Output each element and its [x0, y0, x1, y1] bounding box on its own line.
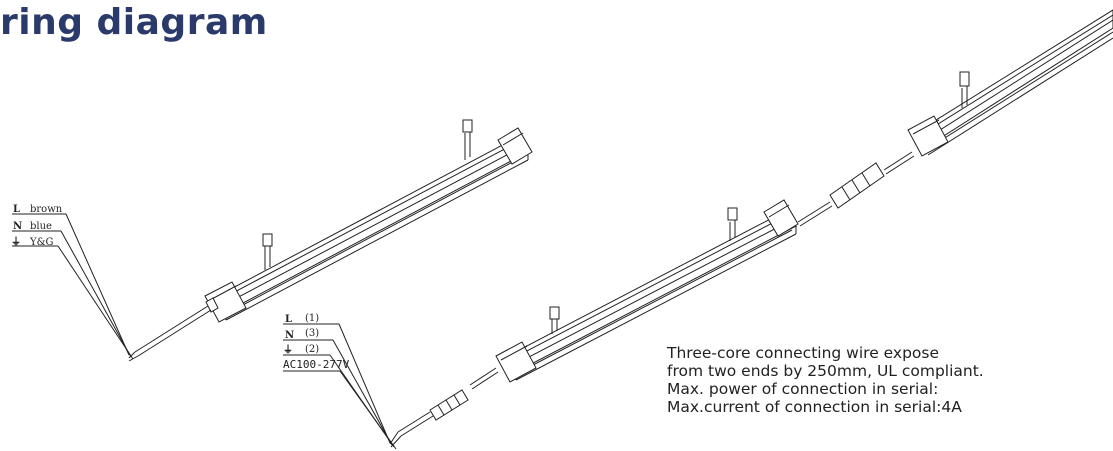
right-label-n-code: N: [285, 330, 294, 341]
left-fixture: [57, 119, 533, 362]
left-label-n-code: N: [13, 221, 22, 232]
right-label-l-code: L: [285, 314, 292, 325]
note-line-1: Three-core connecting wire expose: [667, 344, 940, 362]
serial-connector: [829, 151, 915, 209]
right-label-l-name: (1): [305, 313, 319, 324]
left-label-yg-name: Y&G: [29, 237, 54, 248]
left-ground-icon: ⏚: [11, 236, 21, 248]
note-line-3: Max. power of connection in serial:: [667, 380, 939, 398]
center-fixture: [329, 199, 833, 450]
left-label-l-name: brown: [30, 204, 63, 215]
note-line-2: from two ends by 250mm, UL compliant.: [667, 362, 984, 380]
right-label-n-name: (3): [305, 328, 319, 339]
note-line-4: Max.current of connection in serial:4A: [667, 398, 962, 416]
left-wire-labels: L brown N blue ⏚ Y&G: [11, 204, 63, 248]
left-label-l-code: L: [13, 204, 20, 215]
right-ground-icon: ⏚: [283, 344, 293, 356]
right-wire-labels: L (1) N (3) ⏚ (2) AC100-277V: [283, 313, 350, 371]
left-label-n-name: blue: [30, 221, 52, 232]
right-label-pe-name: (2): [305, 344, 319, 355]
right-fixture: [907, 9, 1113, 157]
spec-note: Three-core connecting wire expose from t…: [667, 344, 984, 416]
diagram-title: ring diagram: [0, 2, 268, 43]
voltage-label: AC100-277V: [283, 358, 350, 371]
